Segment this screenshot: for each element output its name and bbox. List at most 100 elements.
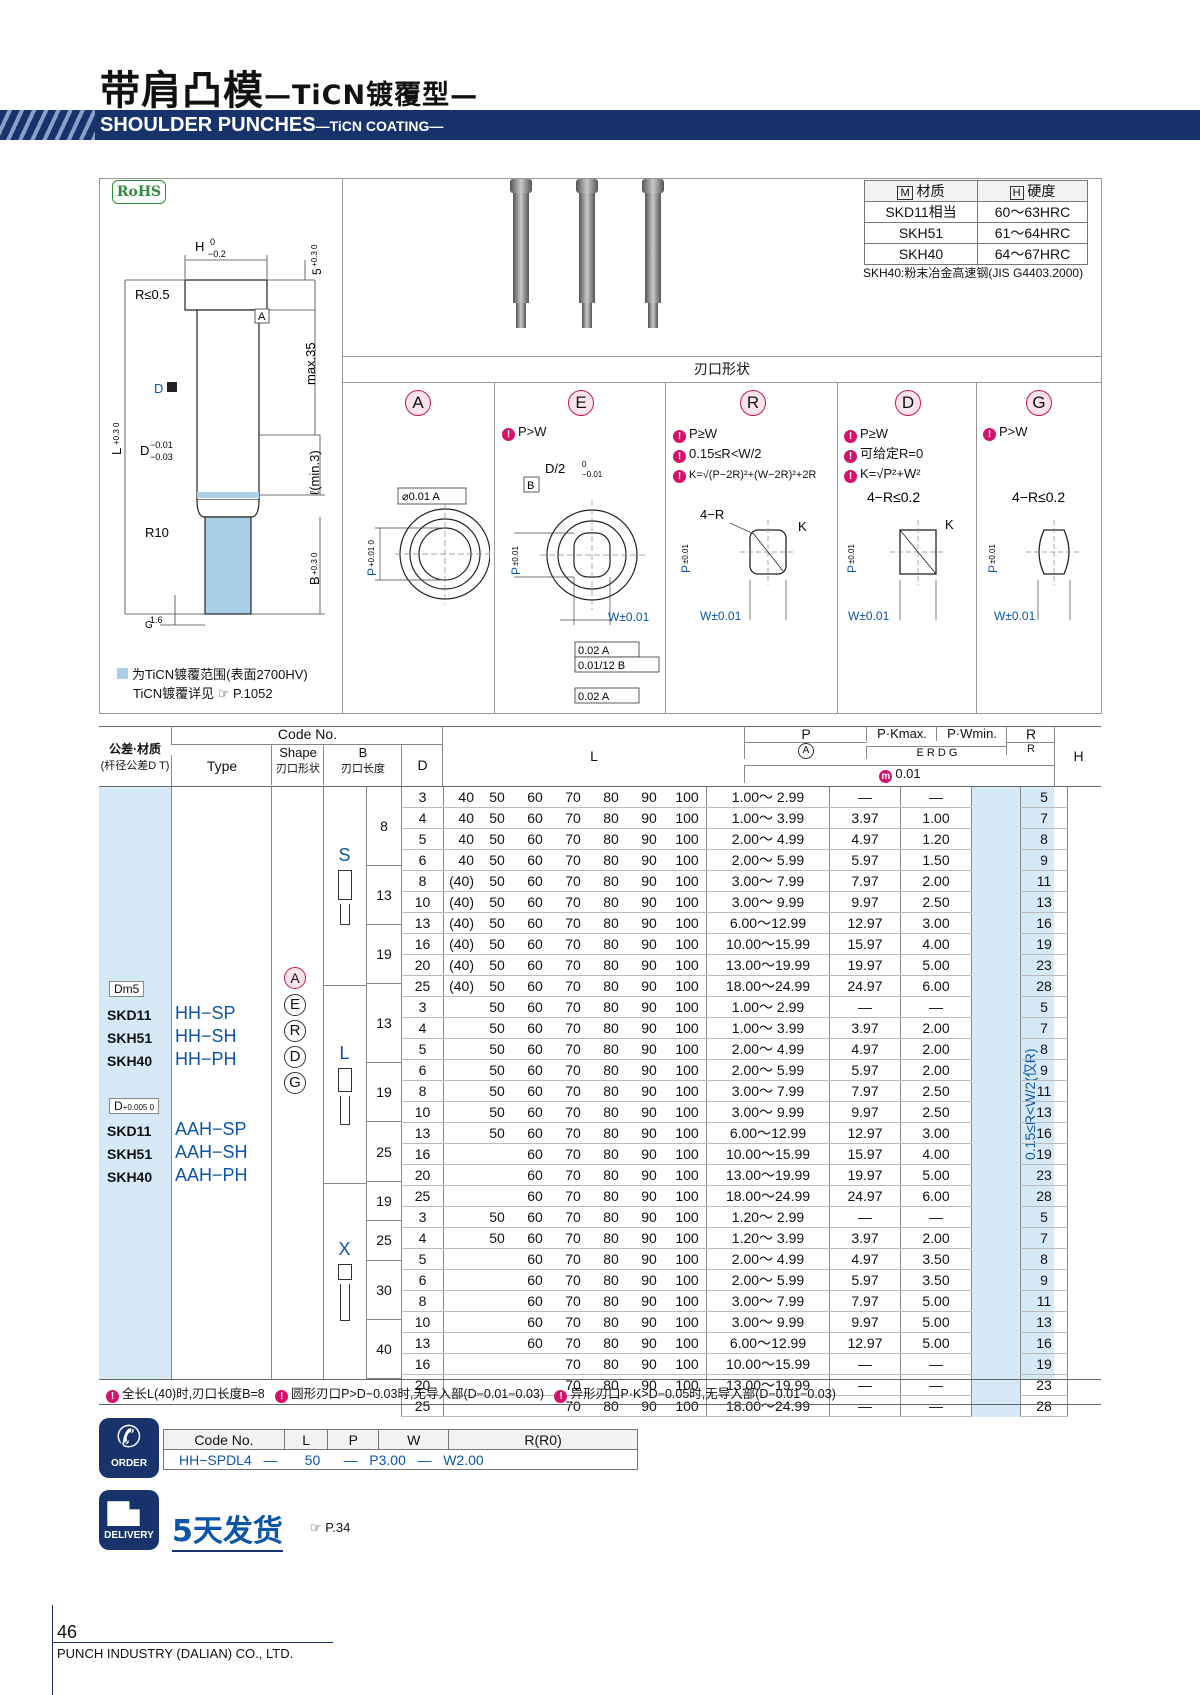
page-number: 46	[57, 1622, 78, 1642]
shape-a-drawing: ⌀0.01 A P+0.01 0	[365, 487, 490, 604]
svg-text:0.02 A: 0.02 A	[578, 645, 610, 657]
svg-text:+0.3 0: +0.3 0	[112, 422, 121, 445]
r-label: R≤0.5	[135, 287, 170, 302]
svg-text:5: 5	[310, 268, 324, 275]
h-dim-label: H	[195, 239, 204, 254]
th-type: Type	[171, 755, 272, 788]
shape-letter-d: D	[895, 390, 921, 416]
svg-text:−0.01: −0.01	[150, 440, 173, 450]
th-pw: P·Wmin.	[936, 726, 1007, 741]
svg-text:0.02 A: 0.02 A	[578, 691, 610, 703]
shape-e-drawing: D/2 0−0.01 B P±0.01 W±0.01 0.02 A 0.01/1…	[509, 460, 660, 704]
svg-text:0: 0	[210, 237, 215, 247]
b-span: 25	[366, 1221, 401, 1261]
company-name: PUNCH INDUSTRY (DALIAN) CO., LTD.	[57, 1646, 294, 1661]
svg-text:B: B	[527, 480, 534, 492]
material-note: SKH40:粉末冶金高速钢(JIS G4403.2000)	[863, 266, 1084, 280]
svg-text:⌀0.01 A: ⌀0.01 A	[402, 491, 440, 503]
shape-title: 刃口形状	[694, 361, 750, 377]
shape-list: A E R D G	[284, 966, 306, 1096]
delivery-badge: ▆▖ DELIVERY	[99, 1490, 159, 1550]
svg-text:W±0.01: W±0.01	[848, 609, 890, 623]
svg-text:4−R: 4−R	[700, 507, 724, 522]
delivery-text: 5天发货	[172, 1506, 283, 1552]
b-span: 30	[366, 1260, 401, 1320]
r10-label: R10	[145, 525, 169, 540]
shape-r-drawing: 4−R K P±0.01 W±0.01	[679, 507, 807, 623]
svg-text:±0.01: ±0.01	[988, 543, 997, 564]
svg-text:1.6: 1.6	[150, 615, 163, 625]
th-tol-mat: 公差·材质(杆径公差D T)	[100, 742, 170, 772]
svg-text:±0.01: ±0.01	[681, 543, 690, 564]
lmin-label: ℓ(min.3)	[307, 450, 322, 495]
shape-letter-g: G	[1026, 390, 1052, 416]
th-code-no: Code No.	[171, 726, 443, 745]
th-pkw-sub: E R D G	[866, 746, 1007, 759]
svg-text:0.01/12 B: 0.01/12 B	[578, 660, 625, 672]
b-span: 40	[366, 1319, 401, 1379]
svg-text:±0.01: ±0.01	[511, 545, 520, 566]
b-span: 25	[366, 1122, 401, 1182]
title-bar	[0, 110, 1200, 140]
svg-text:+0.3 0: +0.3 0	[310, 552, 319, 575]
svg-text:4−R≤0.2: 4−R≤0.2	[867, 489, 920, 505]
shape-letter-e: E	[568, 390, 594, 416]
svg-text:0: 0	[582, 460, 587, 469]
shape-g-drawing: 4−R≤0.2 P±0.01 W±0.01	[986, 489, 1082, 623]
dtol-label: D+0.005 0	[109, 1098, 160, 1114]
svg-text:P: P	[509, 567, 523, 575]
footnotes: !全长L(40)时,刃口长度B=8 !圆形刃口P>D−0.03时,无导入部(D−…	[106, 1383, 836, 1403]
svg-text:+0.01 0: +0.01 0	[367, 540, 376, 567]
svg-text:P: P	[986, 565, 1000, 573]
th-l: L	[442, 726, 745, 786]
svg-text:±0.01: ±0.01	[847, 543, 856, 564]
svg-text:P: P	[845, 565, 859, 573]
b-span: 19	[366, 1063, 401, 1123]
svg-text:+0.3 0: +0.3 0	[310, 244, 319, 267]
svg-text:K: K	[945, 517, 954, 532]
group-l: L	[323, 985, 366, 1184]
dt-label: D	[154, 381, 163, 396]
phone-icon: ✆	[116, 1421, 142, 1454]
delivery-ref: ☞ P.34	[310, 1520, 351, 1535]
group-x: X	[323, 1183, 366, 1379]
shape-e-notes: !P>W	[502, 424, 547, 441]
svg-text:K: K	[798, 519, 807, 534]
th-d: D	[401, 745, 443, 793]
left-tol-col	[99, 787, 171, 1379]
page-title: 带肩凸模—TiCN镀覆型—	[100, 68, 479, 114]
svg-text:W±0.01: W±0.01	[608, 610, 650, 624]
svg-text:−0.2: −0.2	[208, 249, 226, 259]
svg-text:D/2: D/2	[545, 461, 565, 476]
order-badge: ✆ ORDER	[99, 1418, 159, 1478]
svg-text:P: P	[365, 568, 379, 576]
product-photo	[510, 179, 664, 328]
svg-text:D: D	[140, 443, 149, 458]
